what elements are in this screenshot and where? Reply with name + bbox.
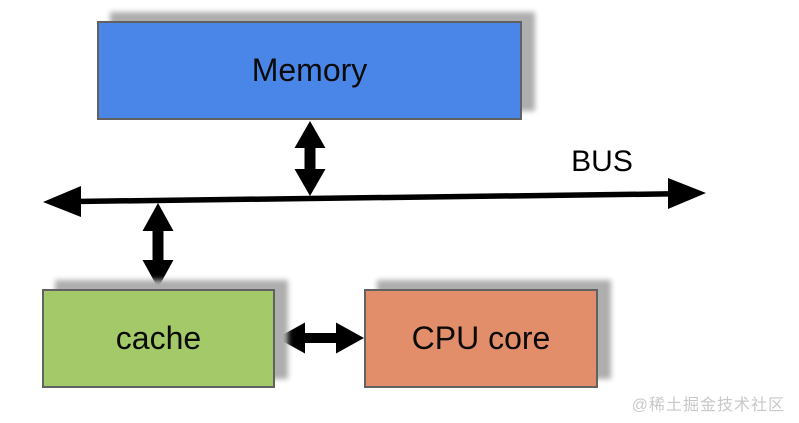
cpu-core-label: CPU core: [411, 320, 551, 356]
arrow-bus-cache: [142, 203, 174, 288]
node-cache: cache: [42, 289, 275, 388]
bus-left-arrowhead: [43, 186, 81, 217]
node-memory: Memory: [97, 21, 522, 120]
bus-label: BUS: [571, 145, 633, 178]
watermark: @稀土掘金技术社区: [631, 397, 785, 414]
node-cpu-core: CPU core: [364, 289, 598, 388]
arrow-cache-cpu: [277, 322, 364, 354]
memory-label: Memory: [251, 52, 368, 88]
bus-line: [43, 178, 706, 217]
cache-label: cache: [115, 320, 202, 356]
arrow-memory-bus: [294, 121, 326, 196]
bus-right-arrowhead: [668, 178, 706, 209]
